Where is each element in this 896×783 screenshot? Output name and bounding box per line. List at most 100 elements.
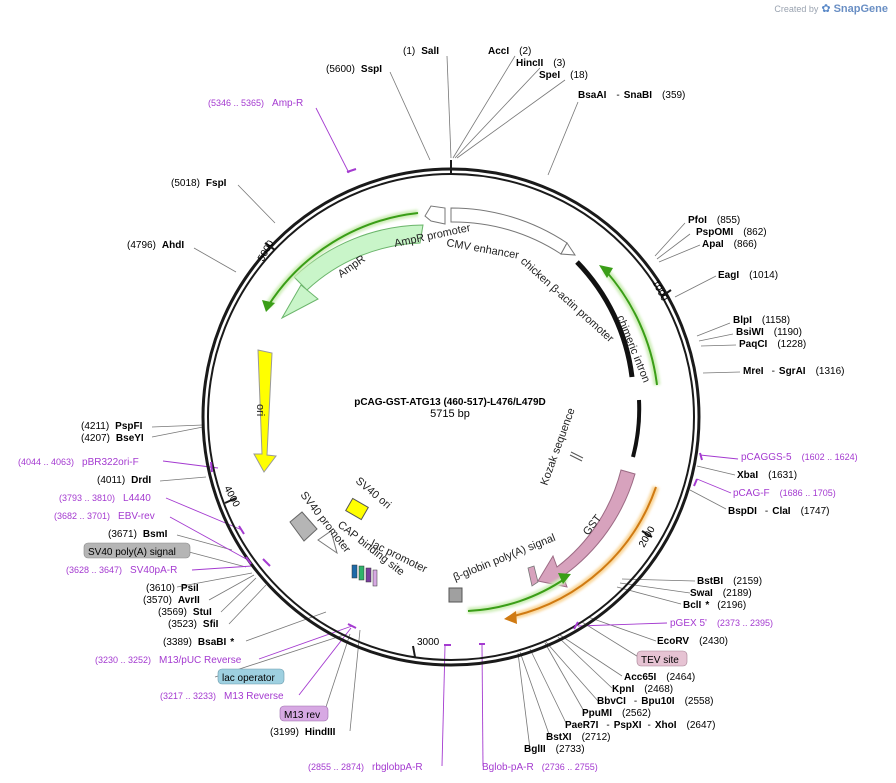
tev-site-tag: TEV site xyxy=(641,655,679,666)
site-bsiwi[interactable]: BsiWI(1190) xyxy=(736,327,802,338)
site-bstbi[interactable]: BstBI(2159) xyxy=(697,576,762,587)
ori-arrow[interactable] xyxy=(253,349,277,473)
bglobin-green-arc[interactable] xyxy=(467,577,567,612)
site-xbai[interactable]: XbaI(1631) xyxy=(737,470,797,481)
site-pspfi[interactable]: (4211)PspFI xyxy=(81,421,143,432)
position-ticks xyxy=(224,160,672,658)
cmv-enhancer-label: CMV enhancer xyxy=(445,237,520,262)
ampr-primer-arrowhead xyxy=(262,300,275,312)
site-bsmi[interactable]: (3671)BsmI xyxy=(108,529,168,540)
primer-pcagf[interactable]: pCAG-F(1686 .. 1705) xyxy=(733,488,836,499)
site-bseyi[interactable]: (4207)BseYI xyxy=(81,433,144,444)
sv40-promoter-arrow xyxy=(317,530,338,555)
site-apai[interactable]: ApaI(866) xyxy=(702,239,757,250)
pgex-orange-arc[interactable] xyxy=(513,486,657,617)
site-pfoi[interactable]: PfoI(855) xyxy=(688,215,740,226)
ampr-arrow[interactable] xyxy=(280,224,424,320)
primer-pgex5[interactable]: pGEX 5'(2373 .. 2395) xyxy=(670,618,773,629)
site-bglii[interactable]: BglII(2733) xyxy=(524,744,585,755)
created-by-label: Created by xyxy=(774,3,819,14)
primer-leaders xyxy=(162,107,739,767)
site-ppumi[interactable]: PpuMI(2562) xyxy=(582,708,651,719)
sv40-promoter-box[interactable] xyxy=(289,511,318,542)
site-ecorv[interactable]: EcoRV(2430) xyxy=(657,636,728,647)
tag-labels: SV40 poly(A) signal lac operator M13 rev… xyxy=(83,542,688,722)
m13-rev-tag-box[interactable] xyxy=(279,705,329,722)
cap-site-mark[interactable] xyxy=(351,564,358,579)
gst-arrow[interactable] xyxy=(537,469,636,588)
restriction-sites: (1)SalI AccI(2) HincII(3) SpeI(18) (5600… xyxy=(81,46,844,755)
primer-m13rev[interactable]: (3217 .. 3233)M13 Reverse xyxy=(160,691,284,702)
chimeric-intron-arrowhead xyxy=(599,265,613,278)
cmv-enhancer-arrowhead xyxy=(560,242,576,256)
site-hincii[interactable]: HincII(3) xyxy=(516,58,565,69)
tev-site-mark[interactable] xyxy=(527,565,539,587)
kozak-label: Kozak sequence xyxy=(539,406,578,487)
primer-marks xyxy=(210,168,703,646)
site-paer7i[interactable]: PaeR7I-PspXI-XhoI(2647) xyxy=(565,720,715,731)
kozak-mark[interactable] xyxy=(570,451,584,459)
snapgene-name: SnapGene xyxy=(833,2,888,15)
sv40-ori-box[interactable] xyxy=(345,497,369,521)
chicken-promoter-arc[interactable] xyxy=(575,260,635,378)
bglobin-box[interactable] xyxy=(448,587,463,603)
site-ahdi[interactable]: (4796)AhdI xyxy=(127,240,184,251)
plasmid-name: pCAG-GST-ATG13 (460-517)-L476/L479D xyxy=(354,397,546,408)
site-eagi[interactable]: EagI(1014) xyxy=(718,270,778,281)
site-bcli[interactable]: BclI*(2196) xyxy=(683,600,746,611)
site-sspi[interactable]: (5600)SspI xyxy=(326,64,382,75)
site-bbvci[interactable]: BbvCI-Bpu10I(2558) xyxy=(597,696,714,707)
site-hindiii[interactable]: (3199)HindIII xyxy=(270,727,336,738)
m13-mark[interactable] xyxy=(372,569,378,587)
site-fspi[interactable]: (5018)FspI xyxy=(171,178,227,189)
site-bspdi[interactable]: BspDI-ClaI(1747) xyxy=(728,506,830,517)
site-paqci[interactable]: PaqCI(1228) xyxy=(739,339,806,350)
chicken-promoter-label: chicken β-actin promoter xyxy=(518,255,616,345)
site-psii[interactable]: (3610)PsiI xyxy=(146,583,199,594)
site-bstxi[interactable]: BstXI(2712) xyxy=(546,732,610,743)
tick-labels: 1000 2000 3000 4000 5000 xyxy=(221,238,669,648)
site-mrei[interactable]: MreI-SgrAI(1316) xyxy=(743,366,844,377)
site-sfii[interactable]: (3523)SfiI xyxy=(168,619,219,630)
chimeric-intron-arc[interactable] xyxy=(604,269,658,386)
site-sali[interactable]: (1)SalI xyxy=(403,46,439,57)
primer-labels: (5346 .. 5365)Amp-R (4044 .. 4063)pBR322… xyxy=(18,98,858,773)
site-stui[interactable]: (3569)StuI xyxy=(158,607,212,618)
primer-pbr322[interactable]: (4044 .. 4063)pBR322ori-F xyxy=(18,457,139,468)
site-acci[interactable]: AccI(2) xyxy=(488,46,531,57)
ori-label: ori xyxy=(254,404,266,416)
site-kpni[interactable]: KpnI(2468) xyxy=(612,684,673,695)
bglobin-green-arrowhead xyxy=(558,573,571,584)
site-drdi[interactable]: (4011)DrdI xyxy=(97,475,151,486)
primer-ampr[interactable]: (5346 .. 5365)Amp-R xyxy=(208,98,303,109)
site-bsabi[interactable]: (3389)BsaBI* xyxy=(163,637,234,648)
leader-lines xyxy=(151,55,741,750)
site-acc65i[interactable]: Acc65I(2464) xyxy=(624,672,695,683)
site-bsaai[interactable]: BsaAI-SnaBI(359) xyxy=(578,90,685,101)
ampr-primer-arc[interactable] xyxy=(267,212,419,307)
tick-label-1000: 1000 xyxy=(649,278,669,303)
lac-operator-tag: lac operator xyxy=(222,673,275,684)
primer-ebvrev[interactable]: (3682 .. 3701)EBV-rev xyxy=(54,511,155,522)
lac-promoter-mark[interactable] xyxy=(365,567,372,583)
ampr-promoter-arrow[interactable] xyxy=(424,205,446,225)
primer-l4440[interactable]: (3793 .. 3810)L4440 xyxy=(59,493,151,504)
site-swai[interactable]: SwaI(2189) xyxy=(690,588,752,599)
site-pspomi[interactable]: PspOMI(862) xyxy=(696,227,767,238)
primer-bglob[interactable]: Bglob-pA-R(2736 .. 2755) xyxy=(482,762,598,773)
primer-m13puc[interactable]: (3230 .. 3252)M13/pUC Reverse xyxy=(95,655,242,666)
site-avrii[interactable]: (3570)AvrII xyxy=(143,595,200,606)
tick-label-3000: 3000 xyxy=(417,637,440,648)
lac-operator-tag-box[interactable] xyxy=(217,668,285,685)
primer-rbglob[interactable]: (2855 .. 2874)rbglobpA-R xyxy=(308,762,423,773)
primer-pcaggs5[interactable]: pCAGGS-5(1602 .. 1624) xyxy=(741,452,858,463)
site-blpi[interactable]: BlpI(1158) xyxy=(733,315,790,326)
plasmid-size: 5715 bp xyxy=(430,408,470,420)
lac-operator-mark[interactable] xyxy=(358,565,365,581)
site-spei[interactable]: SpeI(18) xyxy=(539,70,588,81)
sv40-polya-tag-box[interactable] xyxy=(83,542,191,559)
tev-site-tag-box[interactable] xyxy=(636,650,688,667)
primer-sv40pa[interactable]: (3628 .. 3647)SV40pA-R xyxy=(66,565,177,576)
m13-rev-tag: M13 rev xyxy=(284,710,320,721)
snapgene-brand: Created by ✿ SnapGene xyxy=(774,2,888,16)
